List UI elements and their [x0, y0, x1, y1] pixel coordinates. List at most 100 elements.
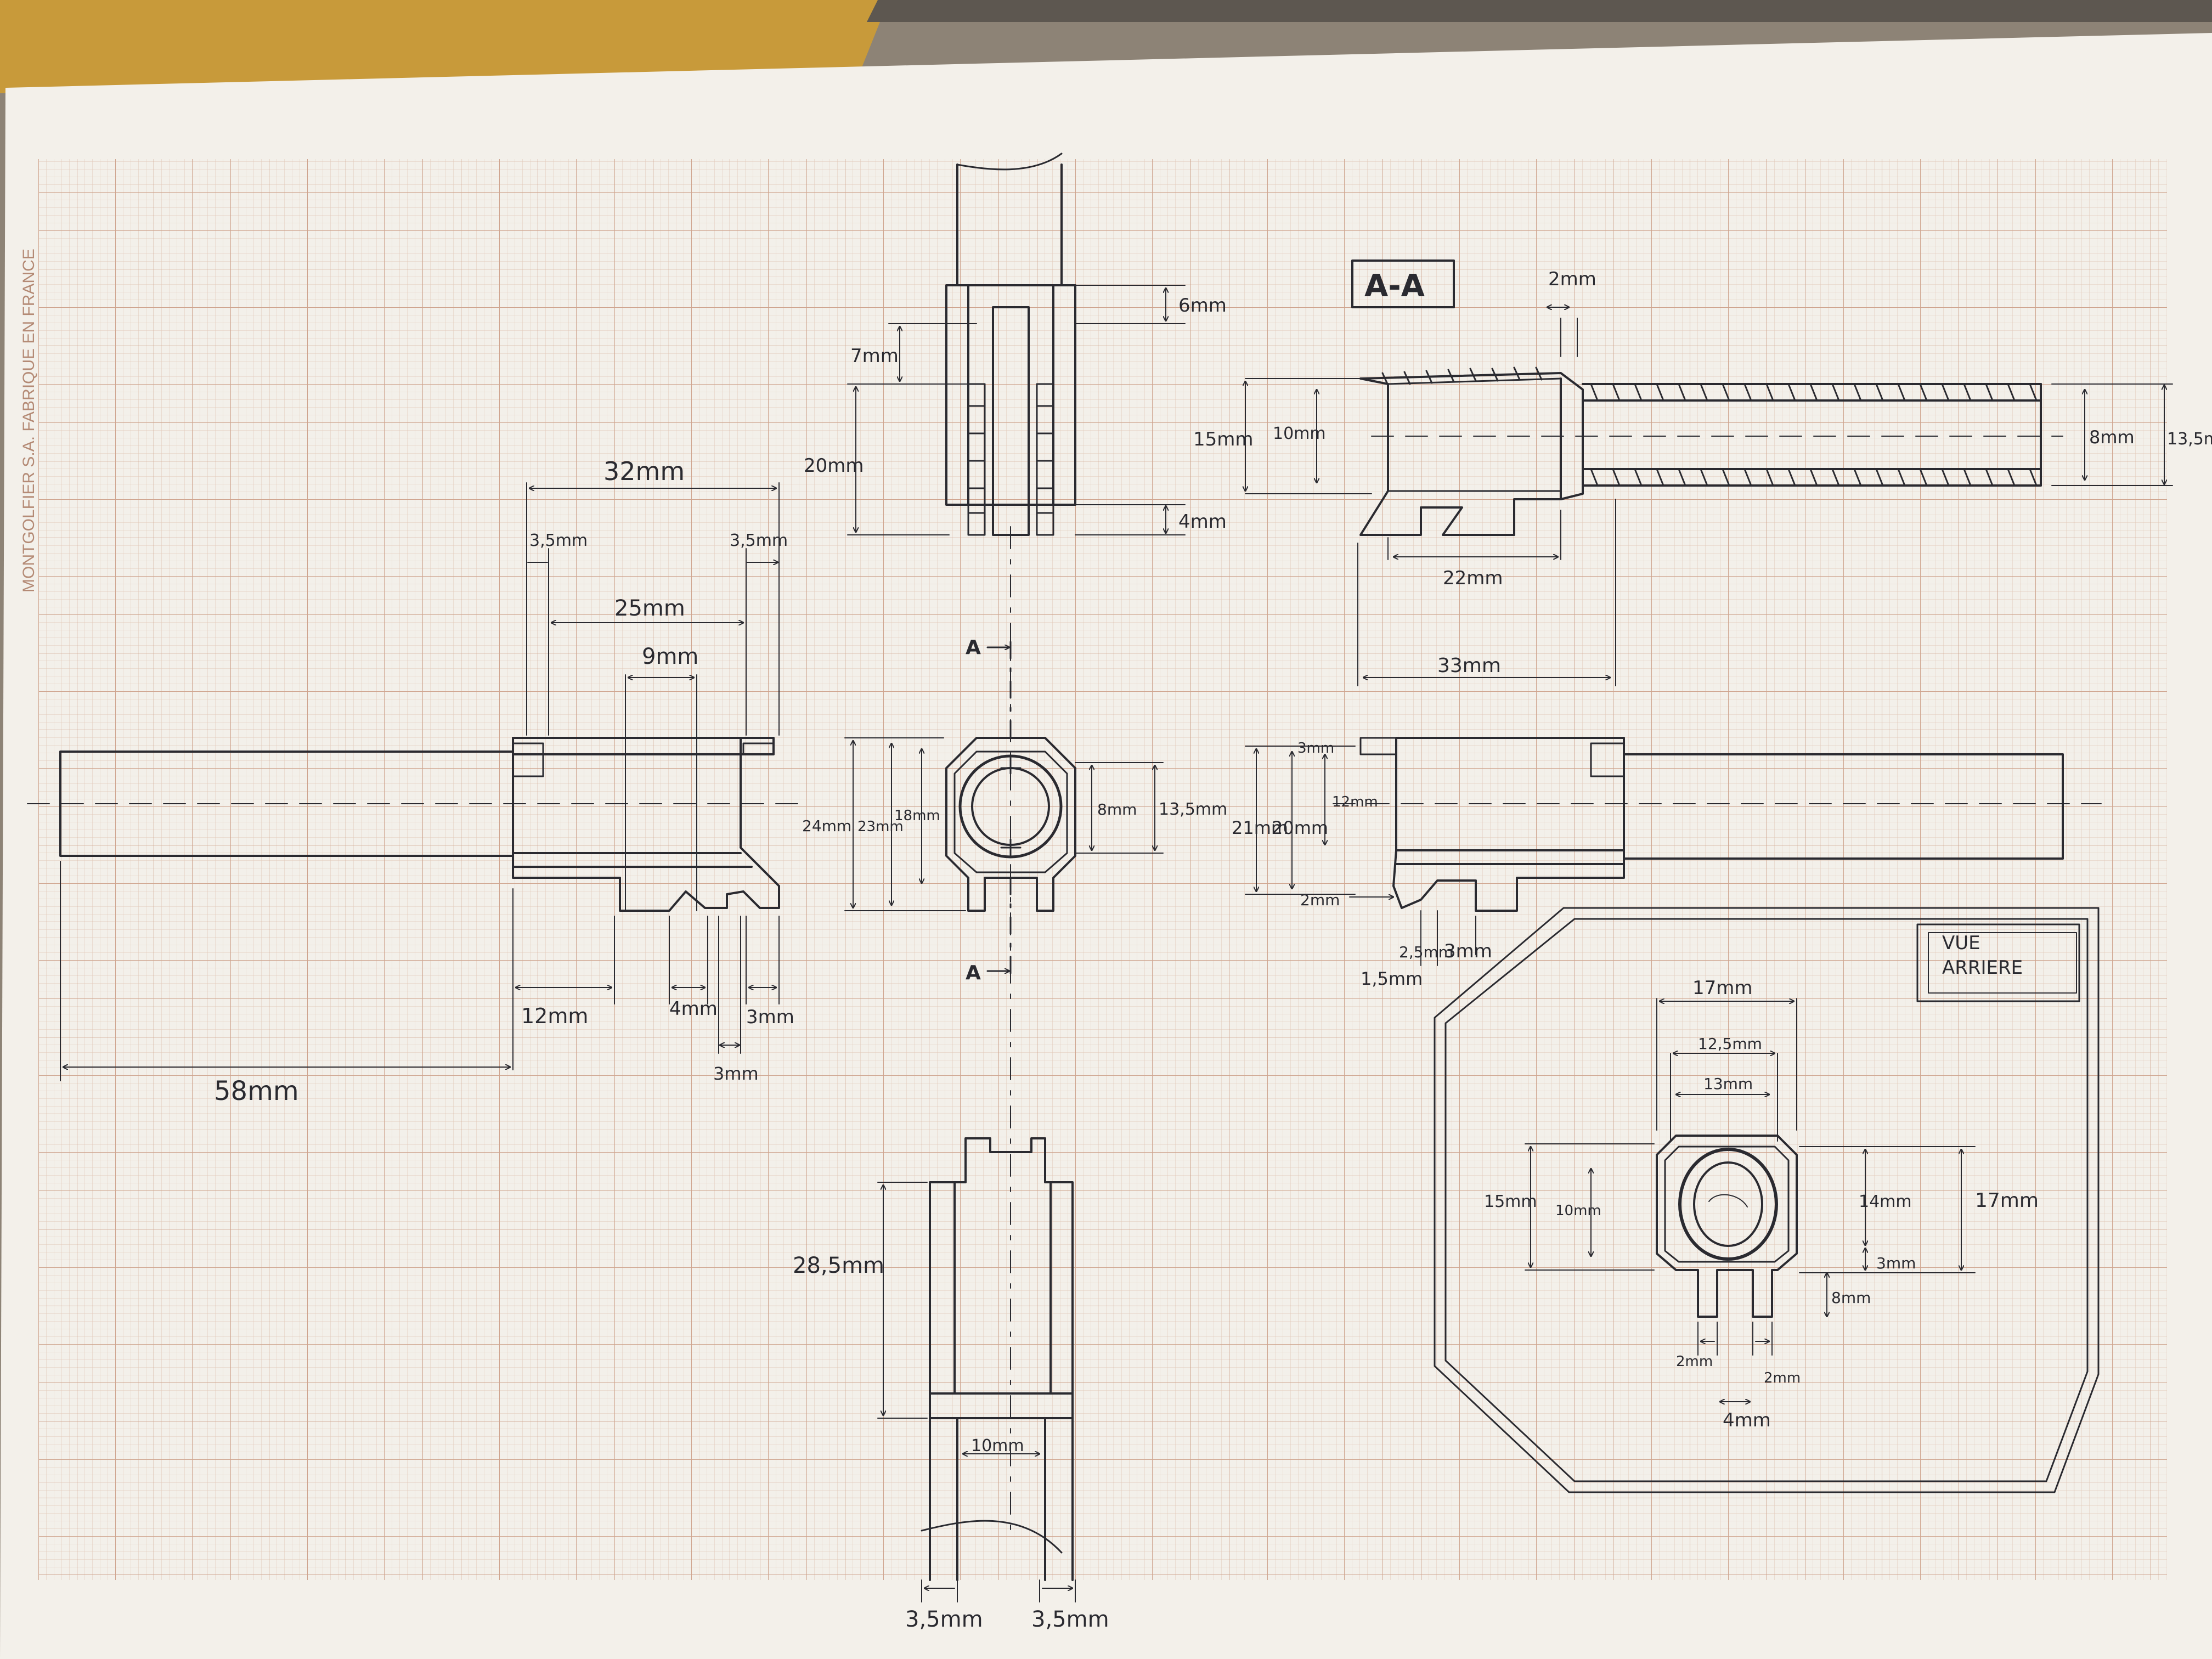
rear-frame-outer — [1434, 907, 2100, 1493]
dim-line — [1670, 1053, 1778, 1142]
dim-line — [718, 916, 741, 1054]
dim-leg-space-label: 4mm — [1723, 1409, 1771, 1431]
dim-line — [877, 1182, 928, 1419]
dim-thread-bore-label: 8mm — [2089, 427, 2135, 448]
dim-bore-label: 13mm — [1703, 1075, 1753, 1093]
rear-body-octagon — [1656, 1135, 1798, 1318]
dim-line — [548, 548, 747, 736]
dim-bore-label: 10mm — [1273, 424, 1326, 443]
dim-total-height-label: 17mm — [1975, 1189, 2039, 1212]
dim-left-label: 3,5mm — [905, 1607, 983, 1632]
dim-line — [512, 888, 615, 1070]
grid-area — [38, 159, 2167, 1580]
center-body-octagon — [945, 737, 1076, 912]
dim-bore-label: 12mm — [1332, 794, 1378, 810]
dim-line — [746, 916, 780, 1005]
section-bore-line-top — [1387, 377, 1562, 385]
dim-line — [1245, 746, 1356, 895]
rear-label-line1: VUE — [1942, 932, 1980, 954]
right-rod — [1623, 753, 2064, 860]
dim-line — [847, 383, 950, 535]
top-rod-outline — [956, 163, 1063, 286]
dim-line — [1075, 504, 1186, 535]
section-body-outline — [1359, 372, 1584, 536]
dim-chamfer-label: 2mm — [1300, 891, 1340, 909]
dim-line — [1387, 510, 1561, 560]
right-view: 21mm 20mm 3mm 12mm 2mm 2,5mm 3mm 1,5mm — [1232, 737, 2102, 989]
dim-height-label: 20mm — [804, 455, 864, 477]
dim-mid-label: 23mm — [857, 819, 904, 835]
rear-inner-octagon — [1664, 1146, 1790, 1263]
center-bore-outer — [958, 754, 1063, 859]
center-view: A A 24mm 23mm 18mm 8mm 13,5mm — [802, 636, 1227, 984]
bottom-body-outline — [929, 1137, 1074, 1419]
dim-line — [1075, 285, 1186, 324]
dim-inner-label: 18mm — [894, 808, 940, 824]
dim-height-left-label: 15mm — [1484, 1192, 1537, 1211]
top-rod-break — [956, 153, 1063, 171]
dim-line — [1656, 998, 1797, 1131]
center-inner-octagon — [953, 751, 1068, 873]
dim-right-label: 3,5mm — [1031, 1607, 1109, 1632]
dim-step-b-label: 3mm — [1444, 940, 1492, 962]
left-flange-notches — [512, 742, 775, 777]
dim-inner-label: 12,5mm — [1698, 1035, 1762, 1053]
dim-top-label: 6mm — [1178, 295, 1227, 317]
dim-line — [1075, 762, 1164, 854]
dim-leg-left-label: 2mm — [1676, 1353, 1713, 1370]
dim-slot-label: 9mm — [642, 644, 698, 669]
dim-flange-right-label: 3,5mm — [730, 531, 788, 550]
dim-top-label: 3mm — [1297, 740, 1334, 757]
section-mark-top: A — [966, 636, 981, 659]
rear-bore-mark — [1708, 1194, 1748, 1207]
top-teeth — [967, 383, 1054, 536]
dim-leg-gap-label: 3mm — [1876, 1254, 1916, 1272]
right-body-outline — [1392, 737, 1625, 912]
section-title: A-A — [1364, 268, 1425, 304]
dim-end-label: 3mm — [746, 1006, 794, 1028]
dim-step-a-label: 2,5mm — [1399, 943, 1453, 961]
dim-bore-height-label: 10mm — [1555, 1203, 1601, 1219]
dim-line — [1357, 499, 1616, 686]
dim-line — [2051, 383, 2173, 486]
rear-bore-inner — [1693, 1161, 1763, 1247]
dim-foot-label: 1,5mm — [1361, 968, 1423, 989]
dim-tooth-label: 4mm — [669, 998, 718, 1020]
dim-body-label: 20mm — [1272, 817, 1328, 838]
dim-leg-label: 8mm — [1831, 1289, 1871, 1307]
dim-line — [625, 674, 697, 911]
right-base-lines — [1395, 849, 1625, 865]
desk-top-shadow — [867, 0, 2212, 22]
section-thread-teeth-bottom — [1590, 468, 2038, 487]
rear-bore-outer — [1678, 1148, 1778, 1261]
rear-label-box-outer — [1916, 923, 2080, 1002]
bottom-rod — [929, 1417, 1074, 1581]
dim-bore-label: 8mm — [1097, 800, 1137, 819]
dim-gap-label: 3mm — [713, 1063, 759, 1084]
dim-line — [526, 482, 780, 736]
section-thread-teeth-top — [1381, 366, 2038, 402]
left-view: 32mm 3,5mm 3,5mm 25mm 9mm 12mm 4mm 3mm 3… — [27, 456, 807, 1107]
dim-flange-left-label: 3,5mm — [529, 531, 588, 550]
dim-bottom-label: 4mm — [1178, 511, 1227, 533]
bottom-inner-lines — [929, 1181, 1074, 1419]
rear-frame-inner — [1444, 918, 2089, 1482]
dim-height-label: 28,5mm — [793, 1253, 884, 1278]
top-tooth-marks — [967, 405, 1054, 514]
top-view: 6mm 7mm 20mm 4mm — [804, 153, 1227, 1537]
dim-length-label: 22mm — [1443, 567, 1503, 589]
bottom-rod-break — [921, 1520, 1063, 1554]
dim-line — [669, 916, 708, 1005]
rear-label-line2: ARRIERE — [1942, 957, 2023, 979]
left-body-outline — [512, 737, 780, 912]
dim-width-label: 17mm — [1692, 977, 1753, 999]
dim-height-right-label: 14mm — [1859, 1192, 1912, 1211]
bottom-view: 28,5mm 10mm 3,5mm 3,5mm — [793, 1137, 1109, 1632]
dim-leg-right-label: 2mm — [1764, 1370, 1801, 1386]
dim-line — [1420, 910, 1476, 966]
dim-line — [1525, 1143, 1655, 1271]
dim-slot-label: 7mm — [850, 345, 899, 367]
rear-label-box-inner — [1928, 932, 2077, 994]
dim-total-label: 33mm — [1437, 654, 1501, 677]
